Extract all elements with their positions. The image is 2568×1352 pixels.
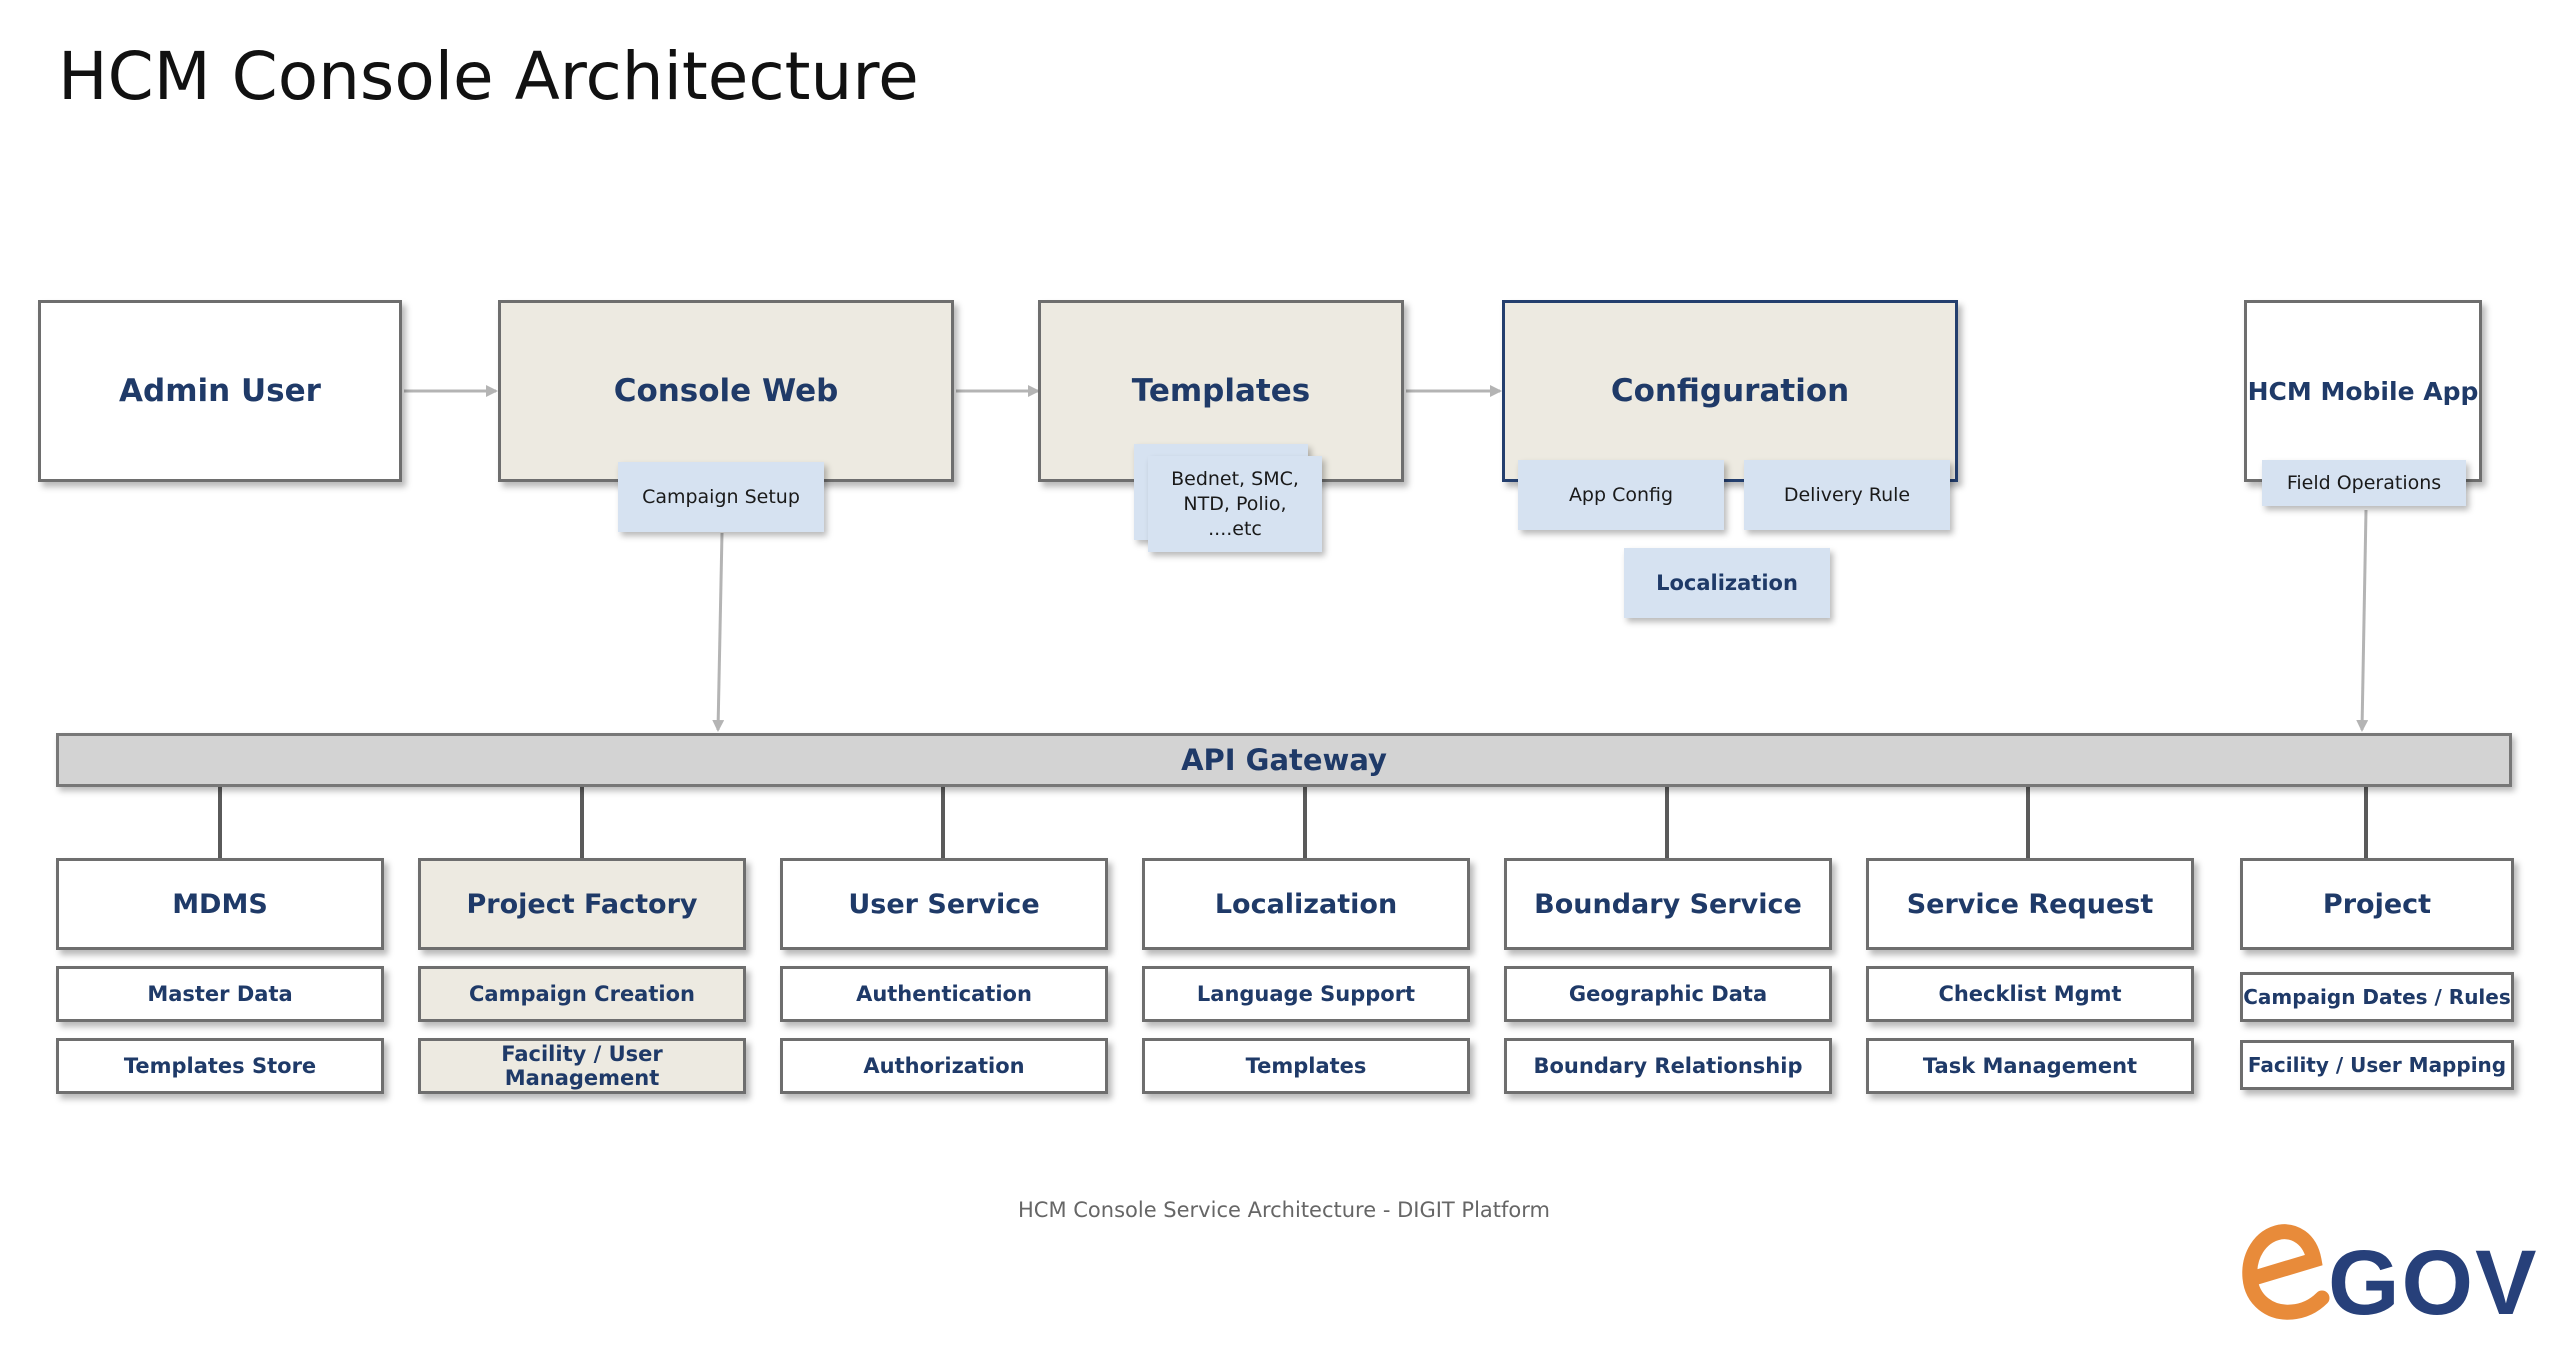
service-localization-item-2-label: Templates <box>1246 1054 1367 1078</box>
service-user-service-item-2-label: Authorization <box>863 1054 1024 1078</box>
delivery-rule-chip: Delivery Rule <box>1744 460 1950 530</box>
delivery-rule-label: Delivery Rule <box>1784 484 1910 506</box>
service-project-item-1-label: Campaign Dates / Rules <box>2243 985 2511 1009</box>
service-localization-item: Language Support <box>1142 966 1470 1022</box>
service-service-request-label: Service Request <box>1907 889 2154 920</box>
service-project-item: Facility / User Mapping <box>2240 1040 2514 1090</box>
templates-list-line-2: NTD, Polio, <box>1183 492 1286 517</box>
service-service-request-item-2-label: Task Management <box>1923 1054 2137 1078</box>
service-mdms-item: Master Data <box>56 966 384 1022</box>
console-web-label: Console Web <box>614 373 839 409</box>
service-mdms-item-2-label: Templates Store <box>124 1054 316 1078</box>
service-user-service-item-1-label: Authentication <box>856 982 1032 1006</box>
service-boundary: Boundary Service <box>1504 858 1832 950</box>
service-mdms-label: MDMS <box>172 889 268 920</box>
service-localization-item-1-label: Language Support <box>1197 982 1415 1006</box>
api-gateway-label: API Gateway <box>1181 743 1387 777</box>
localization-config-chip: Localization <box>1624 548 1830 618</box>
api-gateway-bar: API Gateway <box>56 733 2512 787</box>
service-mdms: MDMS <box>56 858 384 950</box>
campaign-setup-chip: Campaign Setup <box>618 462 824 532</box>
egov-logo: GOV <box>2236 1216 2556 1332</box>
service-boundary-item-2-label: Boundary Relationship <box>1534 1054 1803 1078</box>
arrow-field-ops-to-gateway <box>2362 510 2366 730</box>
egov-logo-e <box>2250 1232 2322 1312</box>
service-boundary-item-1-label: Geographic Data <box>1569 982 1767 1006</box>
app-config-chip: App Config <box>1518 460 1724 530</box>
admin-user-label: Admin User <box>119 373 321 409</box>
service-mdms-item-1-label: Master Data <box>147 982 292 1006</box>
service-project-item: Campaign Dates / Rules <box>2240 972 2514 1022</box>
service-user-service-label: User Service <box>848 889 1039 920</box>
localization-config-label: Localization <box>1656 571 1798 595</box>
templates-list-line-3: ....etc <box>1208 517 1262 542</box>
service-boundary-item: Geographic Data <box>1504 966 1832 1022</box>
diagram-caption: HCM Console Service Architecture - DIGIT… <box>0 1198 2568 1222</box>
service-user-service: User Service <box>780 858 1108 950</box>
app-config-label: App Config <box>1569 484 1673 506</box>
field-operations-label: Field Operations <box>2287 472 2441 494</box>
field-operations-chip: Field Operations <box>2262 460 2466 506</box>
arrow-campaign-to-gateway <box>718 533 722 730</box>
service-project-item-2-label: Facility / User Mapping <box>2248 1053 2506 1077</box>
service-boundary-item: Boundary Relationship <box>1504 1038 1832 1094</box>
service-service-request-item: Task Management <box>1866 1038 2194 1094</box>
service-service-request-item: Checklist Mgmt <box>1866 966 2194 1022</box>
service-service-request-item-1-label: Checklist Mgmt <box>1938 982 2121 1006</box>
configuration-box: Configuration <box>1502 300 1958 482</box>
service-project-factory-item-1-label: Campaign Creation <box>469 982 695 1006</box>
service-mdms-item: Templates Store <box>56 1038 384 1094</box>
service-localization: Localization <box>1142 858 1470 950</box>
service-project-factory-item-2-label: Facility / User Management <box>421 1042 743 1090</box>
templates-list-line-1: Bednet, SMC, <box>1171 467 1299 492</box>
service-localization-label: Localization <box>1215 889 1397 920</box>
egov-logo-gov: GOV <box>2328 1232 2538 1332</box>
service-project-factory-item: Facility / User Management <box>418 1038 746 1094</box>
service-project-factory: Project Factory <box>418 858 746 950</box>
templates-label: Templates <box>1132 373 1310 409</box>
admin-user-box: Admin User <box>38 300 402 482</box>
console-web-box: Console Web <box>498 300 954 482</box>
service-user-service-item: Authentication <box>780 966 1108 1022</box>
campaign-setup-label: Campaign Setup <box>642 486 800 508</box>
service-user-service-item: Authorization <box>780 1038 1108 1094</box>
service-service-request: Service Request <box>1866 858 2194 950</box>
hcm-mobile-app-box: HCM Mobile App <box>2244 300 2482 482</box>
templates-list-chip: Bednet, SMC, NTD, Polio, ....etc <box>1148 456 1322 552</box>
service-boundary-label: Boundary Service <box>1534 889 1802 920</box>
service-localization-item: Templates <box>1142 1038 1470 1094</box>
service-project-label: Project <box>2323 889 2431 920</box>
service-project: Project <box>2240 858 2514 950</box>
service-project-factory-item: Campaign Creation <box>418 966 746 1022</box>
service-project-factory-label: Project Factory <box>467 889 698 920</box>
configuration-label: Configuration <box>1611 373 1849 409</box>
hcm-mobile-app-label: HCM Mobile App <box>2248 377 2479 406</box>
